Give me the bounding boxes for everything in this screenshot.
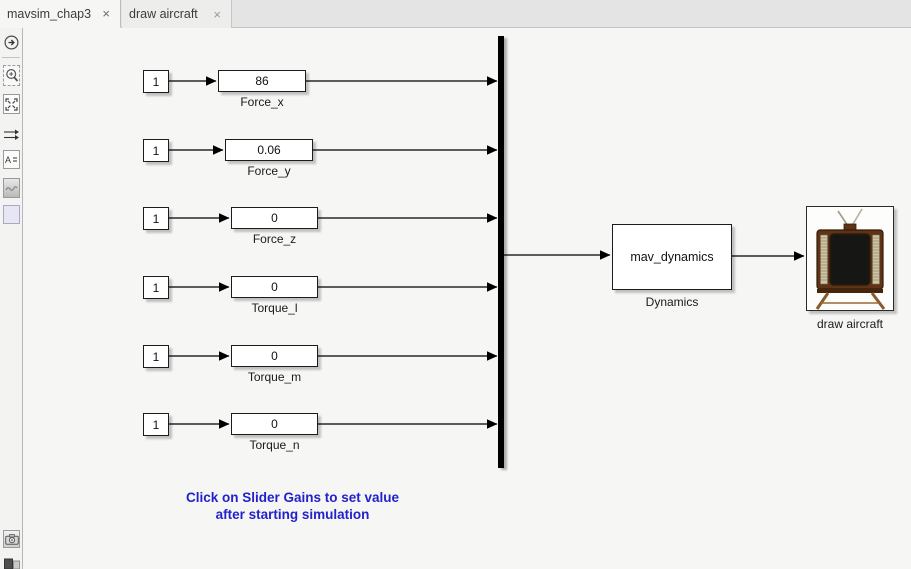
constant-block[interactable]: 1 — [143, 70, 169, 93]
slider-gain-force-x[interactable]: 86 — [218, 70, 306, 92]
annotation-line1: Click on Slider Gains to set value — [185, 490, 400, 505]
camera-icon[interactable] — [3, 530, 20, 548]
image-preview-icon[interactable] — [3, 178, 20, 198]
block-label: Force_x — [240, 95, 284, 109]
close-icon[interactable]: × — [102, 6, 110, 21]
tab-label: draw aircraft — [129, 7, 198, 21]
constant-block[interactable]: 1 — [143, 413, 169, 436]
constant-block[interactable]: 1 — [143, 276, 169, 299]
svg-text:A: A — [5, 155, 11, 165]
block-label: Dynamics — [645, 295, 699, 309]
tab-mavsim-chap3[interactable]: mavsim_chap3 × — [0, 0, 121, 28]
slider-gain-torque-l[interactable]: 0 — [231, 276, 318, 298]
tab-draw-aircraft[interactable]: draw aircraft × — [122, 0, 232, 28]
mav-dynamics-block[interactable]: mav_dynamics — [612, 224, 732, 290]
constant-block[interactable]: 1 — [143, 139, 169, 162]
left-tool-palette: A — [0, 28, 23, 569]
fit-to-view-icon[interactable] — [3, 94, 20, 114]
block-label: Torque_m — [247, 370, 302, 384]
slider-gain-force-y[interactable]: 0.06 — [225, 139, 313, 161]
block-label: draw aircraft — [816, 317, 884, 331]
annotation-text: Click on Slider Gains to set value after… — [150, 489, 435, 523]
block-label: Torque_n — [249, 438, 300, 452]
document-tab-bar: mavsim_chap3 × draw aircraft × — [0, 0, 911, 28]
constant-block[interactable]: 1 — [143, 207, 169, 230]
zoom-select-icon[interactable] — [3, 65, 20, 86]
mux-block[interactable] — [498, 36, 504, 468]
highlight-area-icon[interactable] — [3, 205, 20, 224]
slider-gain-torque-m[interactable]: 0 — [231, 345, 318, 367]
constant-block[interactable]: 1 — [143, 345, 169, 368]
hide-browser-arrow-icon[interactable] — [3, 34, 20, 50]
annotation-icon[interactable]: A — [3, 150, 20, 169]
toolbar-separator — [2, 57, 20, 58]
block-label: Force_y — [247, 164, 291, 178]
signal-routing-icon[interactable] — [3, 126, 20, 144]
screenshot-partial-icon[interactable] — [3, 558, 20, 569]
slider-gain-force-z[interactable]: 0 — [231, 207, 318, 229]
close-icon[interactable]: × — [213, 6, 221, 22]
draw-aircraft-block[interactable] — [806, 206, 894, 311]
block-label: Force_z — [252, 232, 297, 246]
annotation-line2: after starting simulation — [215, 507, 370, 522]
tab-label: mavsim_chap3 — [7, 6, 92, 21]
block-label: Torque_l — [251, 301, 298, 315]
retro-tv-icon — [815, 208, 886, 310]
slider-gain-torque-n[interactable]: 0 — [231, 413, 318, 435]
